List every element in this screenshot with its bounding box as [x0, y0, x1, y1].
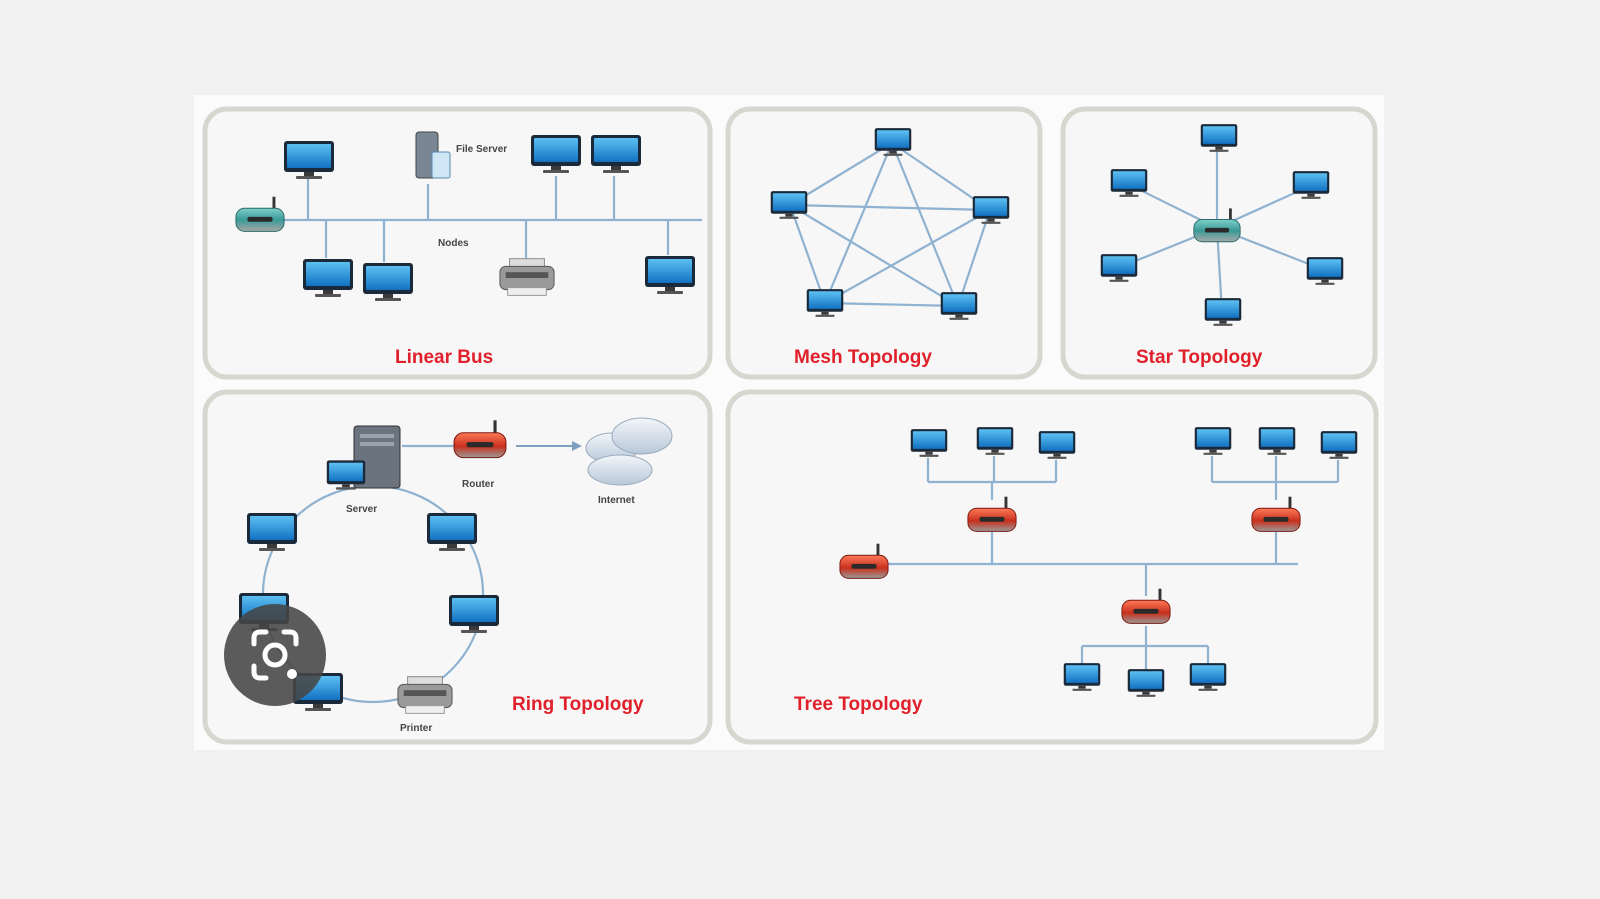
star-panel: Star Topology [1060, 106, 1378, 380]
server-label: Server [346, 504, 377, 515]
tree-title: Tree Topology [794, 694, 923, 715]
file-server-icon [415, 131, 451, 179]
internet-cloud-icon [585, 417, 673, 486]
ring-title: Ring Topology [512, 694, 644, 715]
linear-bus-wires [262, 176, 702, 262]
linear-bus-frame [202, 106, 713, 380]
linear-bus-title: Linear Bus [395, 347, 493, 368]
mesh-panel: Mesh Topology [725, 106, 1043, 380]
router-label: Router [462, 479, 494, 490]
ring-panel: Server Router Internet Printer Ring Topo… [202, 389, 713, 745]
file-server-label: File Server [456, 144, 507, 155]
star-title: Star Topology [1136, 347, 1263, 368]
tree-panel: Tree Topology [725, 389, 1379, 745]
tree-wires [860, 456, 1340, 670]
nodes-label: Nodes [438, 238, 469, 249]
internet-label: Internet [598, 495, 635, 506]
lens-icon [251, 629, 299, 681]
lens-button[interactable] [224, 604, 326, 706]
tree-frame [725, 389, 1379, 745]
linear-bus-panel: File Server Nodes Linear Bus [202, 106, 713, 380]
printer-label: Printer [400, 723, 432, 734]
server-icon [353, 425, 401, 489]
mesh-title: Mesh Topology [794, 347, 932, 368]
